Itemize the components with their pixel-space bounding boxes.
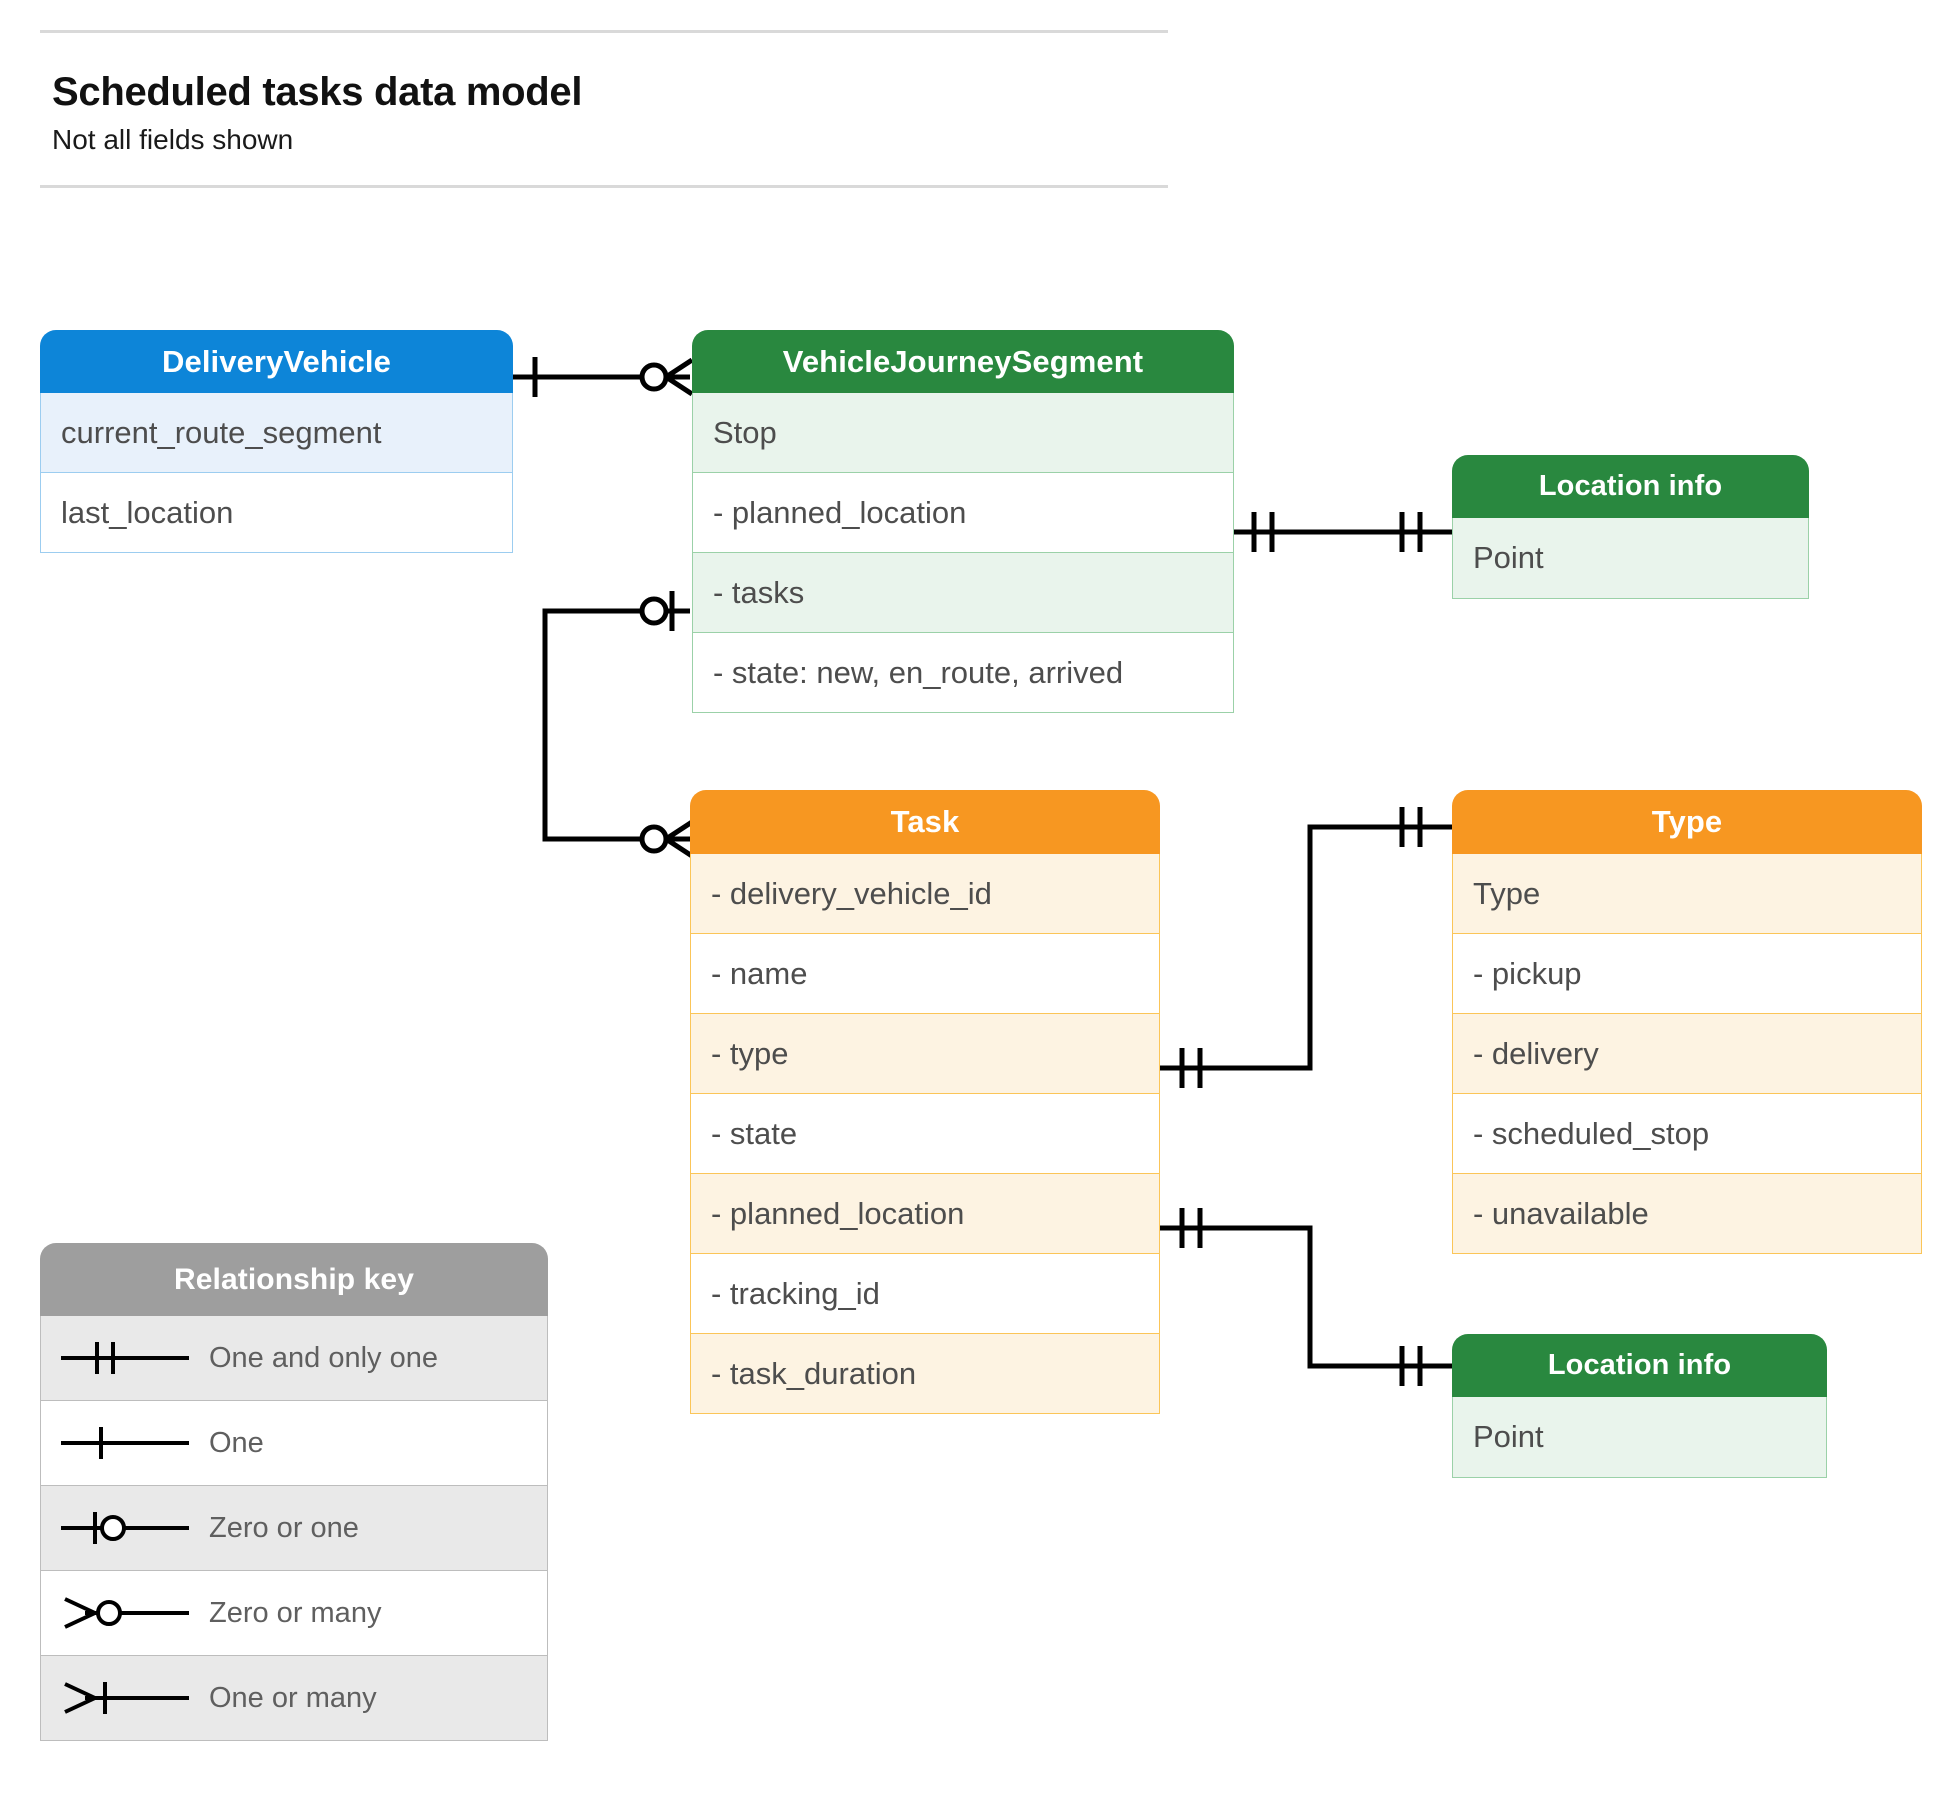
table-row[interactable]: Point <box>1452 1397 1827 1478</box>
zero-or-many-icon <box>41 1591 209 1635</box>
table-row[interactable]: - unavailable <box>1452 1174 1922 1254</box>
entity-rows-location-info-bottom: Point <box>1452 1397 1827 1478</box>
table-row[interactable]: - state <box>690 1094 1160 1174</box>
entity-title-delivery-vehicle: DeliveryVehicle <box>40 330 513 393</box>
legend-title: Relationship key <box>40 1243 548 1316</box>
table-row[interactable]: - tasks <box>692 553 1234 633</box>
entity-rows-delivery-vehicle: current_route_segment last_location <box>40 393 513 553</box>
connector-task-planned-location-locationinfo-bottom <box>1160 1208 1452 1386</box>
legend-item-zero-or-one: Zero or one <box>40 1486 548 1571</box>
entity-rows-location-info-top: Point <box>1452 518 1809 599</box>
table-row[interactable]: - type <box>690 1014 1160 1094</box>
relationship-key-legend: Relationship key One and only one One <box>40 1243 548 1741</box>
legend-item-one-or-many: One or many <box>40 1656 548 1741</box>
entity-vehicle-journey-segment[interactable]: VehicleJourneySegment Stop - planned_loc… <box>692 330 1234 713</box>
header-rule-top <box>40 30 1168 33</box>
legend-label: Zero or many <box>209 1596 382 1629</box>
header-rule-bottom <box>40 184 1168 188</box>
legend-label: One or many <box>209 1681 377 1714</box>
table-row[interactable]: last_location <box>40 473 513 553</box>
table-row[interactable]: - tracking_id <box>690 1254 1160 1334</box>
table-row[interactable]: - planned_location <box>690 1174 1160 1254</box>
table-row[interactable]: current_route_segment <box>40 393 513 473</box>
entity-delivery-vehicle[interactable]: DeliveryVehicle current_route_segment la… <box>40 330 513 553</box>
connector-vjs-tasks-task <box>542 591 694 859</box>
table-row[interactable]: - planned_location <box>692 473 1234 553</box>
legend-label: One and only one <box>209 1341 438 1374</box>
page-title: Scheduled tasks data model <box>52 70 583 114</box>
entity-rows-type: Type - pickup - delivery - scheduled_sto… <box>1452 854 1922 1254</box>
one-icon <box>41 1421 209 1465</box>
legend-item-zero-or-many: Zero or many <box>40 1571 548 1656</box>
table-row[interactable]: - name <box>690 934 1160 1014</box>
legend-label: One <box>209 1426 264 1459</box>
table-row[interactable]: - scheduled_stop <box>1452 1094 1922 1174</box>
table-row[interactable]: - state: new, en_route, arrived <box>692 633 1234 713</box>
legend-item-one: One <box>40 1401 548 1486</box>
one-and-only-one-icon <box>41 1336 209 1380</box>
table-row[interactable]: - delivery_vehicle_id <box>690 854 1160 934</box>
table-row[interactable]: - pickup <box>1452 934 1922 1014</box>
entity-title-vehicle-journey-segment: VehicleJourneySegment <box>692 330 1234 393</box>
entity-title-location-info-bottom: Location info <box>1452 1334 1827 1397</box>
table-row[interactable]: Type <box>1452 854 1922 934</box>
entity-rows-task: - delivery_vehicle_id - name - type - st… <box>690 854 1160 1414</box>
zero-or-one-icon <box>41 1506 209 1550</box>
entity-title-location-info-top: Location info <box>1452 455 1809 518</box>
table-row[interactable]: Point <box>1452 518 1809 599</box>
connector-vjs-planned-location-locationinfo-top <box>1234 512 1452 552</box>
table-row[interactable]: - task_duration <box>690 1334 1160 1414</box>
connector-deliveryvehicle-vehiclejourneysegment <box>513 357 694 397</box>
page-header: Scheduled tasks data model Not all field… <box>40 30 1168 188</box>
connector-task-type-type <box>1160 807 1452 1088</box>
table-row[interactable]: Stop <box>692 393 1234 473</box>
entity-title-task: Task <box>690 790 1160 854</box>
legend-rows: One and only one One Zero or one <box>40 1316 548 1741</box>
table-row[interactable]: - delivery <box>1452 1014 1922 1094</box>
entity-type[interactable]: Type Type - pickup - delivery - schedule… <box>1452 790 1922 1254</box>
entity-title-type: Type <box>1452 790 1922 854</box>
legend-label: Zero or one <box>209 1511 359 1544</box>
entity-location-info-top[interactable]: Location info Point <box>1452 455 1809 599</box>
entity-location-info-bottom[interactable]: Location info Point <box>1452 1334 1827 1478</box>
page-subtitle: Not all fields shown <box>52 124 294 155</box>
one-or-many-icon <box>41 1676 209 1720</box>
entity-rows-vehicle-journey-segment: Stop - planned_location - tasks - state:… <box>692 393 1234 713</box>
legend-item-one-and-only-one: One and only one <box>40 1316 548 1401</box>
entity-task[interactable]: Task - delivery_vehicle_id - name - type… <box>690 790 1160 1414</box>
